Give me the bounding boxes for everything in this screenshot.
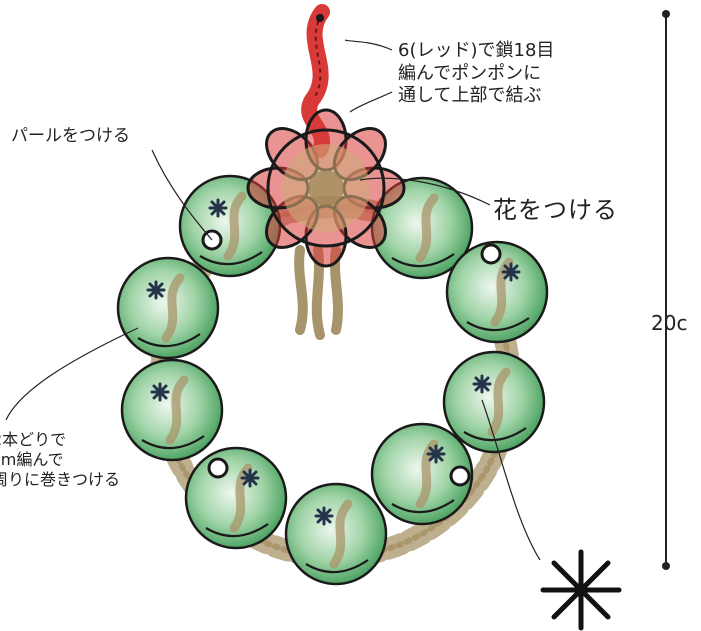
star-icon — [501, 262, 521, 282]
size-annotation: 20c — [651, 311, 688, 335]
bead — [442, 350, 546, 454]
bead — [370, 176, 474, 280]
star-icon — [314, 506, 334, 526]
pearl-icon — [207, 457, 229, 479]
pearl-icon — [480, 243, 502, 265]
flower-pompom — [246, 108, 406, 268]
bead — [116, 256, 220, 360]
flower-annotation: 花をつける — [493, 196, 618, 224]
star-icon — [472, 374, 492, 394]
star-icon — [150, 382, 170, 402]
star-legend-icon — [540, 549, 622, 631]
star-icon — [426, 444, 446, 464]
star-icon — [208, 198, 228, 218]
star-icon — [146, 280, 166, 300]
bead — [284, 482, 388, 586]
leader-lines — [5, 39, 541, 561]
bead — [120, 358, 224, 462]
pearl-annotation: パールをつける — [11, 126, 130, 146]
bead-group — [116, 174, 549, 586]
bead — [445, 240, 549, 344]
chain-annotation: 6(レッド)で鎖18目 編んでポンポンに 通して上部で結ぶ — [398, 40, 555, 106]
bead — [370, 422, 474, 526]
pearl-icon — [449, 465, 471, 487]
wrap-annotation: 2本どりで cm編んで 周りに巻きつける — [0, 430, 121, 489]
bead — [184, 446, 288, 550]
star-icon — [240, 468, 260, 488]
dimension-line — [662, 10, 670, 570]
